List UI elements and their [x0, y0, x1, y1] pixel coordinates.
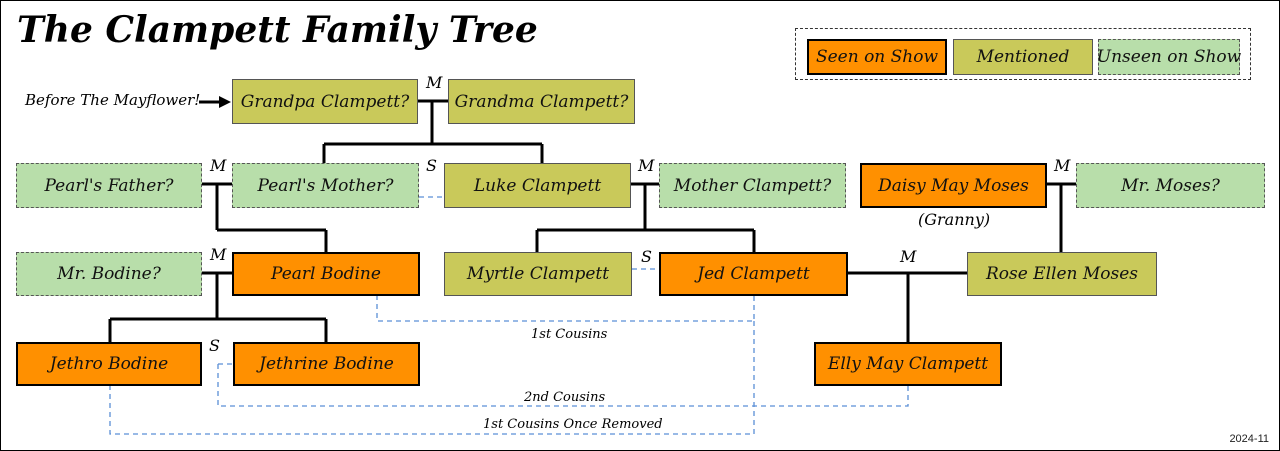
siblings-label: S — [426, 156, 437, 175]
person-elly-may-clampett: Elly May Clampett — [814, 342, 1002, 386]
person-grandma-clampett: Grandma Clampett? — [448, 79, 635, 124]
person-jethrine-bodine: Jethrine Bodine — [233, 342, 420, 386]
first-cousins-label: 1st Cousins — [531, 327, 608, 342]
before-mayflower-label: Before The Mayflower! — [25, 91, 201, 109]
first-cousins-once-removed-line — [109, 321, 755, 435]
second-cousins-label: 2nd Cousins — [524, 390, 606, 405]
married-label: M — [638, 156, 655, 175]
legend-seen-on-show: Seen on Show — [807, 39, 947, 75]
person-pearls-mother: Pearl's Mother? — [232, 163, 419, 208]
second-cousins-line — [217, 364, 909, 407]
person-luke-clampett: Luke Clampett — [444, 163, 631, 208]
siblings-label: S — [209, 336, 220, 355]
person-jethro-bodine: Jethro Bodine — [16, 342, 202, 386]
married-label: M — [1054, 156, 1071, 175]
married-label: M — [426, 73, 443, 92]
mayflower-arrow — [199, 96, 231, 108]
first-cousins-once-removed-label: 1st Cousins Once Removed — [483, 417, 663, 432]
version-stamp: 2024-11 — [1229, 433, 1269, 445]
person-jed-clampett: Jed Clampett — [659, 252, 848, 296]
legend — [795, 28, 1251, 80]
person-grandpa-clampett: Grandpa Clampett? — [232, 79, 418, 124]
person-myrtle-clampett: Myrtle Clampett — [444, 252, 632, 296]
person-pearl-bodine: Pearl Bodine — [232, 252, 420, 296]
person-mr-moses: Mr. Moses? — [1076, 163, 1265, 208]
legend-mentioned: Mentioned — [953, 39, 1093, 75]
first-cousins-line — [376, 295, 755, 322]
siblings-label: S — [641, 247, 652, 266]
person-mother-clampett: Mother Clampett? — [659, 163, 846, 208]
married-label: M — [210, 156, 227, 175]
married-label: M — [210, 245, 227, 264]
granny-note: (Granny) — [918, 210, 991, 229]
person-rose-ellen-moses: Rose Ellen Moses — [967, 252, 1157, 296]
person-daisy-may-moses: Daisy May Moses — [860, 163, 1047, 208]
married-label: M — [900, 247, 917, 266]
person-pearls-father: Pearl's Father? — [16, 163, 202, 208]
person-mr-bodine: Mr. Bodine? — [16, 252, 202, 296]
legend-unseen-on-show: Unseen on Show — [1097, 39, 1241, 75]
page-title: The Clampett Family Tree — [17, 9, 538, 51]
